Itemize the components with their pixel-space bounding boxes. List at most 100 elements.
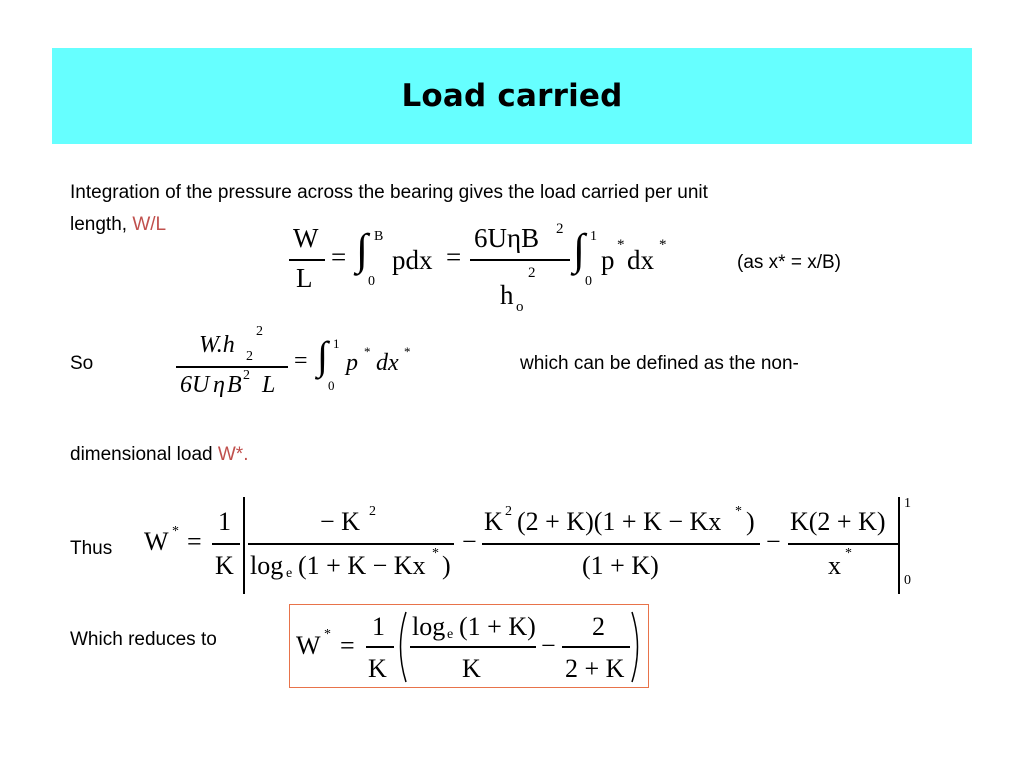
eq1-integral-1: ∫ [356, 225, 369, 274]
eq3-num-3: K(2 + K) [790, 507, 886, 536]
eq1-lower-0b: 0 [585, 274, 592, 289]
eq3-bar-3 [482, 543, 760, 545]
eq1-l: L [296, 263, 313, 293]
intro-line-2: length, W/L [70, 213, 166, 237]
eq4-minus: − [541, 631, 556, 660]
eq2-b: B [227, 372, 242, 398]
eq4-log-arg: (1 + K) [459, 612, 536, 641]
eq2-wh: W.h [199, 332, 235, 358]
eq1-dx: dx [627, 245, 654, 275]
eq2-b-sq: 2 [243, 368, 250, 383]
eq2-p: p [346, 350, 358, 376]
eq4-w: W [296, 631, 321, 660]
eq4-k: K [368, 654, 387, 683]
left-paren-icon [399, 611, 407, 683]
w-star-highlight: W*. [217, 444, 249, 465]
eq3-bar-4 [788, 543, 898, 545]
eq1-denominator-sq: 2 [528, 265, 536, 281]
eq3-log: log [250, 551, 284, 580]
eq3-x: x [828, 551, 841, 580]
eq1-numerator-sq: 2 [556, 221, 564, 237]
eq3-one: 1 [218, 507, 231, 536]
eq3-equals: = [187, 527, 202, 556]
eq1-dx-star: * [659, 237, 667, 253]
intro-line-2-prefix: length, [70, 214, 128, 235]
eq3-upper-1: 1 [904, 496, 911, 511]
eq2-h-sup: 2 [256, 324, 263, 339]
eq3-x-star-3: * [845, 546, 852, 561]
eq3-den-2: (1 + K) [582, 551, 659, 580]
wl-highlight: W/L [132, 214, 167, 235]
thus-label: Thus [70, 538, 113, 559]
eq4-bar-2 [410, 646, 536, 648]
eq1-p-star: * [617, 237, 625, 253]
eq3-log-arg: (1 + K − Kx [298, 551, 426, 580]
eq3-w-star: * [172, 524, 179, 539]
eq3-log-e: e [286, 566, 293, 581]
eq1-integral-2: ∫ [573, 225, 586, 274]
eq1-equals-2: = [446, 242, 462, 272]
eq1-lower-0: 0 [368, 274, 375, 289]
title-banner: Load carried [52, 48, 972, 144]
eq1-fraction-bar-2 [470, 259, 570, 261]
so-label: So [70, 353, 94, 374]
dimensional-line: dimensional load W*. [70, 443, 248, 467]
eq3-close-2: ) [746, 507, 755, 536]
eq2-l: L [262, 372, 276, 398]
eq4-bar-1 [366, 646, 394, 648]
eq1-pdx: pdx [392, 245, 433, 275]
note-as-x-star: (as x* = x/B) [737, 252, 841, 273]
eq4-bar-3 [562, 646, 630, 648]
eq4-log-e: e [447, 627, 454, 642]
eq3-k-2: K [484, 507, 503, 536]
eq3-eval-bar-right [898, 497, 900, 594]
eq3-bar-1 [212, 543, 240, 545]
eq3-lower-0: 0 [904, 573, 911, 588]
eq1-w: W [293, 223, 319, 253]
dimensional-prefix: dimensional load [70, 444, 213, 465]
eq2-equals: = [294, 348, 308, 374]
eq3-x-star-2: * [735, 504, 742, 519]
eq1-upper-1: 1 [590, 229, 597, 244]
eq2-upper-1: 1 [333, 336, 340, 351]
eq3-x-star-1: * [432, 546, 439, 561]
eq3-eval-bar-left [243, 497, 245, 594]
eq2-eta: η [213, 372, 225, 398]
eq3-minus-1: − [462, 527, 477, 556]
eq3-num-2: (2 + K)(1 + K − Kx [517, 507, 722, 536]
eq2-dx: dx [376, 350, 399, 376]
eq2-p-star: * [364, 344, 371, 359]
eq4-two: 2 [592, 612, 605, 641]
eq2-fraction-bar [176, 366, 288, 368]
eq3-k-sq-1: 2 [369, 504, 376, 519]
eq4-one: 1 [372, 612, 385, 641]
reduces-label: Which reduces to [70, 629, 217, 650]
eq3-k: K [215, 551, 234, 580]
eq3-close-1: ) [442, 551, 451, 580]
eq1-upper-b: B [374, 229, 384, 244]
eq1-h: h [500, 280, 514, 310]
right-paren-icon [631, 611, 639, 683]
intro-line-1: Integration of the pressure across the b… [70, 182, 708, 203]
slide-title: Load carried [401, 78, 623, 114]
eq4-log: log [412, 612, 446, 641]
eq3-w: W [144, 527, 169, 556]
eq2-lower-0: 0 [328, 378, 335, 393]
eq3-k-sq-2: 2 [505, 504, 512, 519]
eq1-p: p [601, 245, 615, 275]
eq1-sub-o: o [516, 299, 524, 315]
eq2-h-sub: 2 [246, 349, 253, 364]
eq1-numerator: 6UηB [474, 223, 540, 253]
eq3-minus-k: − K [320, 507, 360, 536]
eq4-k-2: K [462, 654, 481, 683]
result-box [289, 604, 649, 688]
defined-text: which can be defined as the non- [520, 353, 799, 374]
eq3-minus-2: − [766, 527, 781, 556]
eq4-w-star: * [324, 627, 331, 642]
eq2-integral: ∫ [317, 333, 328, 378]
eq2-6u: 6U [180, 372, 210, 398]
eq1-fraction-bar-1 [289, 259, 325, 261]
eq4-two-plus-k: 2 + K [565, 654, 625, 683]
eq3-bar-2 [248, 543, 454, 545]
eq4-equals: = [340, 631, 355, 660]
